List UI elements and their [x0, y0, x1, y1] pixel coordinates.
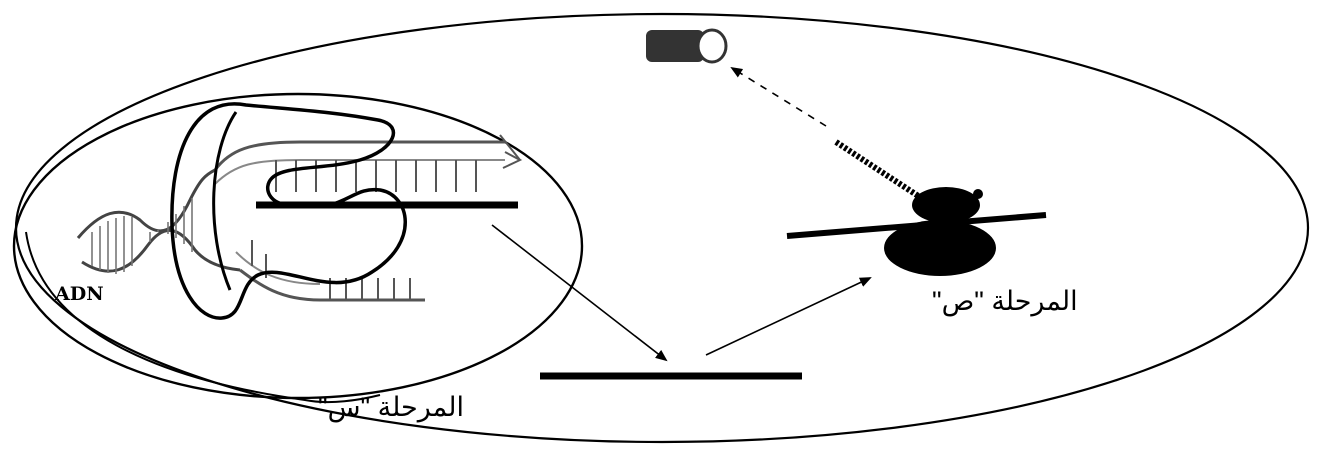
rna-polymerase: [172, 104, 405, 318]
polypeptide-chain: [836, 142, 935, 207]
ribosome-large-subunit: [884, 220, 996, 276]
arrow-to-ribosome: [706, 278, 870, 355]
protein: [646, 30, 726, 62]
ribosome-small-subunit: [912, 187, 980, 223]
arrow-export: [492, 225, 666, 360]
phase-x-label: المرحلة "س": [318, 392, 464, 423]
phase-y-label: المرحلة "ص": [932, 286, 1078, 317]
rna-polymerase-inner-loop: [214, 112, 236, 290]
arrow-to-protein: [732, 68, 826, 126]
ribosome: [787, 187, 1046, 276]
dna-label: ADN: [55, 283, 104, 305]
